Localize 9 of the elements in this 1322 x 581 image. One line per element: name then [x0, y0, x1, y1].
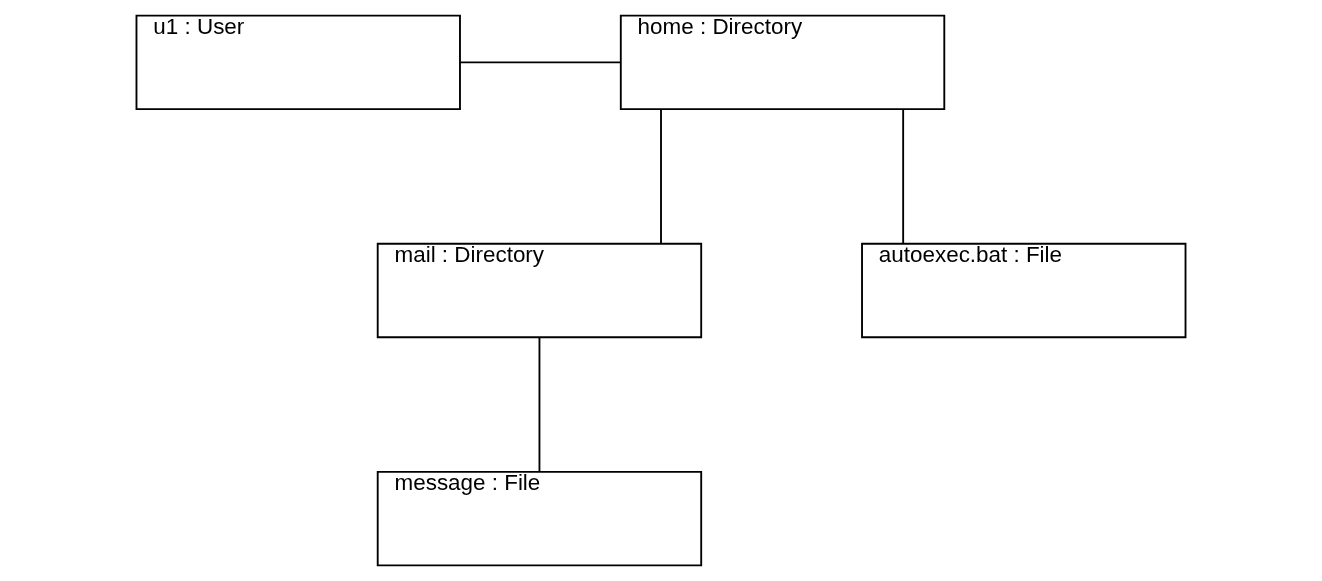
connector	[459, 61, 622, 64]
connector	[660, 108, 662, 245]
connector	[902, 108, 905, 245]
node-box: autoexec.bat : File	[861, 242, 1187, 339]
node-box: mail : Directory	[376, 242, 703, 339]
node-box: message : File	[376, 470, 703, 567]
node-box: home : Directory	[619, 14, 946, 111]
connector	[538, 336, 541, 473]
node-box: u1 : User	[135, 14, 461, 111]
